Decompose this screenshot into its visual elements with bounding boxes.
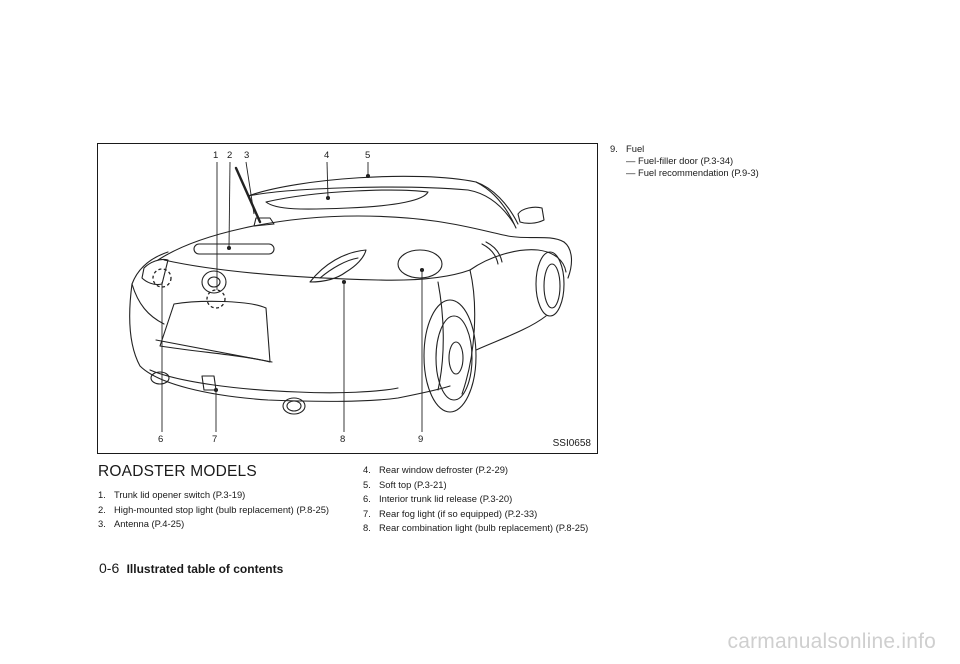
item-number: 8. bbox=[363, 522, 371, 534]
callout-2: 2 bbox=[227, 150, 233, 161]
figure-code: SSI0658 bbox=[552, 438, 591, 449]
item-number: 1. bbox=[98, 489, 106, 500]
callout-1: 1 bbox=[213, 150, 219, 161]
callout-8: 8 bbox=[340, 434, 346, 445]
item-text: Trunk lid opener switch (P.3-19) bbox=[114, 489, 246, 500]
item-number: 6. bbox=[363, 493, 371, 505]
page-footer: 0-6 Illustrated table of contents bbox=[99, 560, 283, 576]
car-rear-drawing bbox=[129, 161, 573, 432]
item-text: Antenna (P.4-25) bbox=[114, 518, 185, 530]
callout-7: 7 bbox=[212, 434, 218, 445]
sub-item: — Fuel recommendation (P.9-3) bbox=[626, 167, 759, 178]
list-item: 8. Rear combination light (bulb replaceme… bbox=[363, 522, 593, 534]
list-item: 2. High-mounted stop light (bulb replacem… bbox=[98, 504, 338, 516]
watermark: carmanualsonline.info bbox=[727, 630, 936, 653]
item-list-column-2: 4. Rear window defroster (P.2-29) 5. Soft … bbox=[363, 464, 593, 537]
item-number: 3. bbox=[98, 518, 106, 530]
section-title: ROADSTER MODELS bbox=[98, 463, 257, 480]
sub-item: — Fuel-filler door (P.3-34) bbox=[626, 155, 734, 166]
item-list-column-3: 9. Fuel — Fuel-filler door (P.3-34) — Fue… bbox=[610, 143, 840, 182]
item-number: 4. bbox=[363, 464, 371, 475]
item-text: Soft top (P.3-21) bbox=[379, 478, 447, 490]
list-item: 7. Rear fog light (if so equipped) (P.2-3… bbox=[363, 508, 593, 520]
item-list-column-1: 1. Trunk lid opener switch (P.3-19) 2. Hig… bbox=[98, 489, 338, 533]
callout-6: 6 bbox=[158, 434, 164, 445]
footer-title: Illustrated table of contents bbox=[126, 562, 284, 576]
item-text: Rear combination light (bulb replacement… bbox=[379, 522, 589, 534]
list-item: 5. Soft top (P.3-21) bbox=[363, 479, 593, 491]
item-text: Rear fog light (if so equipped) (P.2-33) bbox=[379, 507, 538, 519]
item-number: 9. bbox=[610, 143, 618, 154]
list-item: 1. Trunk lid opener switch (P.3-19) bbox=[98, 489, 338, 501]
item-text: Interior trunk lid release (P.3-20) bbox=[379, 493, 513, 505]
callout-4: 4 bbox=[324, 150, 330, 161]
item-text: Rear window defroster (P.2-29) bbox=[379, 464, 509, 475]
item-number: 7. bbox=[363, 507, 371, 519]
item-number: 2. bbox=[98, 503, 106, 515]
item-number: 5. bbox=[363, 478, 371, 490]
item-text: Fuel bbox=[626, 143, 645, 154]
page-number: 0-6 bbox=[99, 560, 120, 576]
list-item: 3. Antenna (P.4-25) bbox=[98, 518, 338, 530]
callout-3: 3 bbox=[244, 150, 250, 161]
callout-9: 9 bbox=[418, 434, 424, 445]
item-text: High-mounted stop light (bulb replacemen… bbox=[114, 503, 330, 515]
vehicle-illustration: 1 2 3 4 5 6 7 8 9 SSI0658 bbox=[97, 143, 598, 454]
callout-5: 5 bbox=[365, 150, 371, 161]
list-item: 4. Rear window defroster (P.2-29) bbox=[363, 464, 593, 476]
list-item: 9. Fuel — Fuel-filler door (P.3-34) — Fue… bbox=[610, 143, 840, 179]
list-item: 6. Interior trunk lid release (P.3-20) bbox=[363, 493, 593, 505]
